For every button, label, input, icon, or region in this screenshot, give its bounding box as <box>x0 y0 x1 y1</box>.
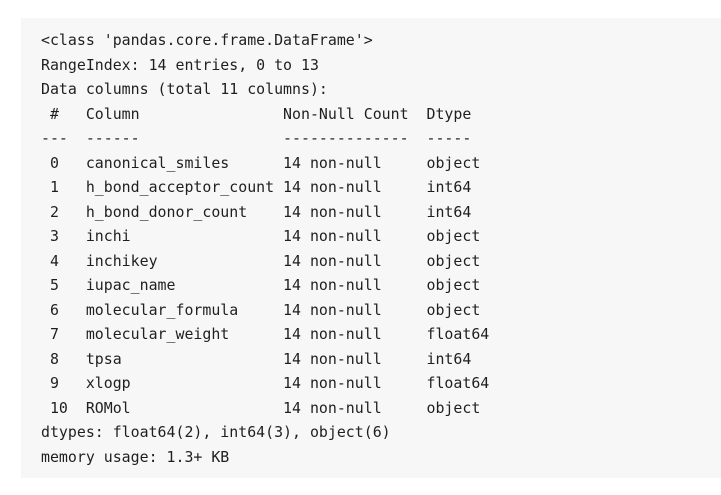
output-line-data-columns: Data columns (total 11 columns): <box>41 80 328 98</box>
table-row: 2 h_bond_donor_count 14 non-null int64 <box>41 202 490 221</box>
table-row: 1 h_bond_acceptor_count 14 non-null int6… <box>41 178 490 196</box>
output-line-table-header: # Column Non-Null Count Dtype <box>41 104 490 123</box>
table-row: 10 ROMol 14 non-null object <box>41 398 490 417</box>
output-line-memory-usage: memory usage: 1.3+ KB <box>41 447 230 466</box>
output-line-table-separator: --- ------ -------------- ----- <box>41 129 490 147</box>
table-row: 4 inchikey 14 non-null object <box>41 251 490 270</box>
table-row: 9 xlogp 14 non-null float64 <box>41 374 490 392</box>
table-row: 5 iupac_name 14 non-null object <box>41 276 490 294</box>
cell-output-panel: <class 'pandas.core.frame.DataFrame'> Ran… <box>21 18 721 478</box>
table-row: 3 inchi 14 non-null object <box>41 227 490 245</box>
output-line-range-index: RangeIndex: 14 entries, 0 to 13 <box>41 55 319 74</box>
table-row: 8 tpsa 14 non-null int64 <box>41 349 490 368</box>
dataframe-info-output: <class 'pandas.core.frame.DataFrame'> Ran… <box>41 28 489 469</box>
table-row: 6 molecular_formula 14 non-null object <box>41 300 490 319</box>
output-line-class: <class 'pandas.core.frame.DataFrame'> <box>41 31 373 49</box>
table-row: 7 molecular_weight 14 non-null float64 <box>41 325 490 343</box>
table-row: 0 canonical_smiles 14 non-null object <box>41 153 490 172</box>
output-line-dtypes: dtypes: float64(2), int64(3), object(6) <box>41 423 391 441</box>
